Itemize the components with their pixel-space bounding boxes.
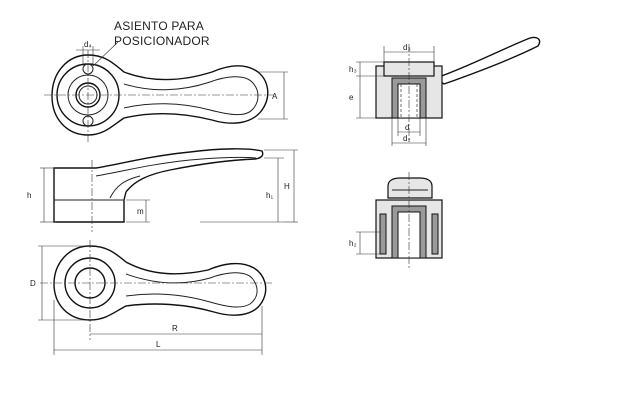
L-label: L bbox=[156, 340, 161, 349]
h-label: h bbox=[27, 191, 31, 200]
positioner-section-view: h₂ bbox=[349, 172, 443, 270]
h3-label: h₃ bbox=[349, 65, 357, 74]
positioner-knob bbox=[387, 177, 433, 199]
R-label: R bbox=[172, 324, 178, 333]
top-view-inner-slot bbox=[123, 76, 259, 116]
D-label: D bbox=[30, 279, 36, 288]
callout-line-2: POSICIONADOR bbox=[114, 34, 210, 48]
H-label: H bbox=[284, 182, 290, 191]
positioner-pin-right bbox=[431, 213, 439, 255]
lever-bottom-view: D R L bbox=[30, 240, 272, 355]
lever-side-view: h m h₁ H bbox=[27, 148, 298, 232]
top-view-outline bbox=[51, 54, 269, 136]
side-view-outline bbox=[53, 148, 264, 223]
h2-label: h₂ bbox=[349, 239, 357, 248]
section-lever-arm bbox=[434, 36, 541, 85]
d4-label: d₄ bbox=[84, 40, 92, 49]
side-view-lever-curve bbox=[109, 175, 141, 199]
callout-leader bbox=[92, 41, 119, 67]
lever-section-view: d₃ h₃ e d d₂ bbox=[349, 36, 541, 146]
d3-label: d₃ bbox=[403, 43, 411, 52]
d2-label: d₂ bbox=[403, 134, 411, 143]
d-label: d bbox=[405, 123, 409, 132]
callout-line-1: ASIENTO PARA bbox=[114, 19, 204, 33]
lever-top-view: d₄ A bbox=[44, 40, 288, 142]
side-view-lever-inner bbox=[95, 156, 257, 177]
positioner-pin-left bbox=[379, 213, 387, 255]
A-label: A bbox=[272, 92, 278, 101]
e-label: e bbox=[349, 93, 354, 102]
bottom-view-inner-slot bbox=[125, 272, 258, 308]
m-label: m bbox=[137, 207, 144, 216]
bottom-view-outline bbox=[53, 245, 267, 321]
positioner-seat-callout: ASIENTO PARA POSICIONADOR bbox=[114, 19, 210, 49]
h1-label: h₁ bbox=[266, 191, 273, 200]
